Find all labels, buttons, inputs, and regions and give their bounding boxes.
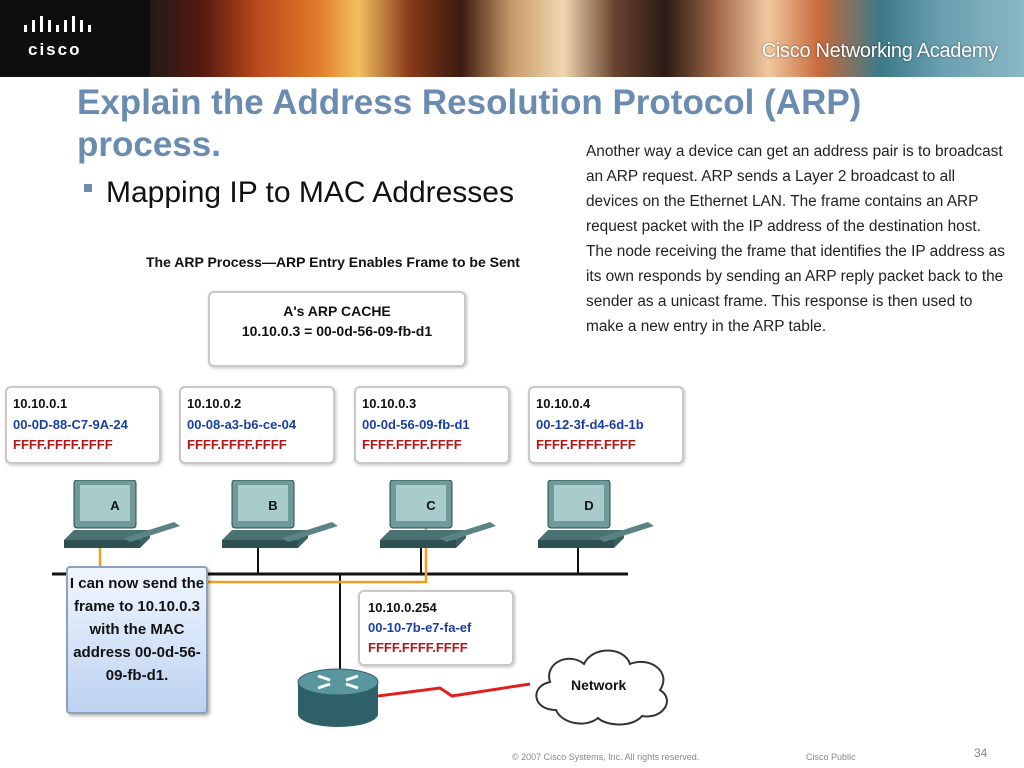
computer-icon: [64, 479, 180, 548]
academy-title: Cisco Networking Academy: [761, 40, 999, 62]
router-icon: [297, 668, 379, 727]
host-broadcast: FFFF.FFFF.FFFF: [362, 437, 462, 452]
computer-icon: [538, 479, 654, 548]
computer-label: C: [426, 498, 436, 513]
arp-cache-title: A's ARP CACHE: [283, 303, 391, 319]
callout-box: I can now send the frame to 10.10.0.3 wi…: [66, 566, 208, 714]
computer-icon: [222, 479, 338, 548]
diagram-title: The ARP Process—ARP Entry Enables Frame …: [146, 254, 520, 270]
bullet-point: Mapping IP to MAC Addresses: [84, 176, 514, 210]
arp-cache-entry: 10.10.0.3 = 00-0d-56-09-fb-d1: [241, 323, 433, 339]
host-broadcast: FFFF.FFFF.FFFF: [187, 437, 287, 452]
computer-a: A: [64, 479, 184, 556]
slide-title: Explain the Address Resolution Protocol …: [77, 83, 862, 164]
computer-d: D: [538, 479, 658, 556]
host-info-b: 10.10.0.2 00-08-a3-b6-ce-04 FFFF.FFFF.FF…: [179, 386, 335, 464]
gateway-broadcast: FFFF.FFFF.FFFF: [368, 640, 468, 655]
explanation-paragraph: Another way a device can get an address …: [586, 143, 1005, 335]
computer-icon: [380, 479, 496, 548]
computer-label: B: [268, 498, 278, 513]
computer-b: B: [222, 479, 342, 556]
computer-label: A: [110, 498, 120, 513]
logo-background: [0, 0, 150, 77]
gateway-mac: 00-10-7b-e7-fa-ef: [368, 620, 472, 635]
host-ip: 10.10.0.1: [13, 396, 68, 411]
host-broadcast: FFFF.FFFF.FFFF: [13, 437, 113, 452]
gateway-ip: 10.10.0.254: [368, 600, 437, 615]
host-mac: 00-0d-56-09-fb-d1: [362, 417, 470, 432]
bullet-text: Mapping IP to MAC Addresses: [106, 176, 514, 209]
host-ip: 10.10.0.3: [362, 396, 417, 411]
arp-cache-box: A's ARP CACHE 10.10.0.3 = 00-0d-56-09-fb…: [208, 291, 466, 367]
host-broadcast: FFFF.FFFF.FFFF: [536, 437, 636, 452]
wan-link: [377, 682, 531, 698]
network-label: Network: [571, 677, 627, 693]
callout-text: I can now send the frame to 10.10.0.3 wi…: [69, 575, 205, 684]
footer-copyright: © 2007 Cisco Systems, Inc. All rights re…: [512, 752, 700, 762]
host-info-a: 10.10.0.1 00-0D-88-C7-9A-24 FFFF.FFFF.FF…: [5, 386, 161, 464]
bullet-square-icon: [84, 184, 92, 193]
host-mac: 00-0D-88-C7-9A-24: [13, 417, 128, 432]
network-cloud-icon: [535, 649, 668, 726]
host-mac: 00-08-a3-b6-ce-04: [187, 417, 297, 432]
host-mac: 00-12-3f-d4-6d-1b: [536, 417, 644, 432]
slide-number: 34: [974, 746, 988, 760]
host-info-c: 10.10.0.3 00-0d-56-09-fb-d1 FFFF.FFFF.FF…: [354, 386, 510, 464]
host-info-d: 10.10.0.4 00-12-3f-d4-6d-1b FFFF.FFFF.FF…: [528, 386, 684, 464]
cisco-logo: cisco: [22, 16, 102, 60]
footer-classification: Cisco Public: [806, 752, 856, 762]
computer-label: D: [584, 498, 594, 513]
header-banner: cisco Cisco Networking Academy: [0, 0, 1024, 77]
cisco-bars-icon: [24, 16, 91, 32]
gateway-info: 10.10.0.254 00-10-7b-e7-fa-ef FFFF.FFFF.…: [358, 590, 514, 666]
cisco-wordmark: cisco: [28, 40, 82, 59]
computer-c: C: [380, 479, 500, 556]
host-ip: 10.10.0.4: [536, 396, 591, 411]
host-ip: 10.10.0.2: [187, 396, 242, 411]
